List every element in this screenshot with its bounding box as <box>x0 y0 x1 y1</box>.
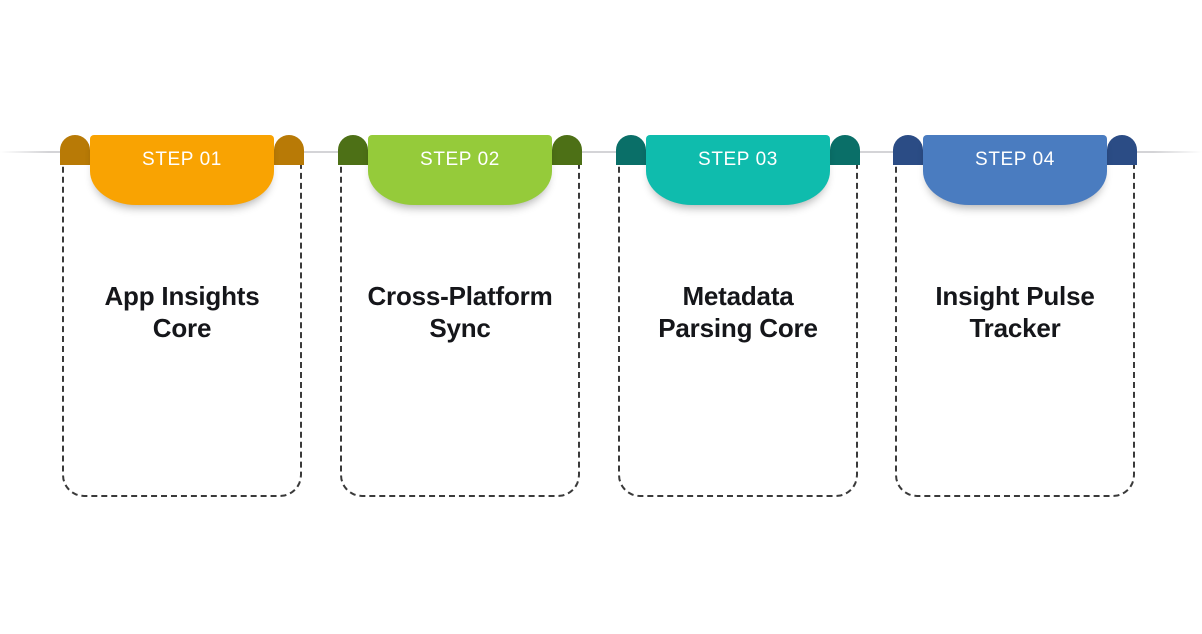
ribbon-fold-right-icon-1 <box>274 135 304 165</box>
step-label-3: STEP 03 <box>698 149 778 170</box>
step-label-1: STEP 01 <box>142 149 222 170</box>
ribbon-fold-left-icon-2 <box>338 135 368 165</box>
ribbon-body-2: STEP 02 <box>368 135 552 205</box>
step-title-1: App Insights Core <box>104 281 260 343</box>
step-title-4: Insight Pulse Tracker <box>935 281 1095 343</box>
step-label-2: STEP 02 <box>420 149 500 170</box>
ribbon-fold-left-icon-4 <box>893 135 923 165</box>
dashed-content-panel-1 <box>62 152 302 497</box>
ribbon-body-3: STEP 03 <box>646 135 830 205</box>
ribbon-fold-right-icon-3 <box>830 135 860 165</box>
step-banner-3[interactable]: STEP 03 <box>616 135 860 205</box>
step-title-2: Cross-Platform Sync <box>367 281 553 343</box>
ribbon-body-4: STEP 04 <box>923 135 1107 205</box>
step-banner-1[interactable]: STEP 01 <box>60 135 304 205</box>
ribbon-fold-left-icon-1 <box>60 135 90 165</box>
dashed-content-panel-3 <box>618 152 858 497</box>
ribbon-fold-left-icon-3 <box>616 135 646 165</box>
ribbon-fold-right-icon-4 <box>1107 135 1137 165</box>
dashed-content-panel-4 <box>895 152 1135 497</box>
ribbon-body-1: STEP 01 <box>90 135 274 205</box>
step-label-4: STEP 04 <box>975 149 1055 170</box>
step-banner-2[interactable]: STEP 02 <box>338 135 582 205</box>
step-card-4[interactable]: STEP 04 Insight Pulse Tracker <box>893 135 1137 497</box>
step-title-3: Metadata Parsing Core <box>658 281 818 343</box>
dashed-content-panel-2 <box>340 152 580 497</box>
step-card-1[interactable]: STEP 01 App Insights Core <box>60 135 304 497</box>
ribbon-fold-right-icon-2 <box>552 135 582 165</box>
step-card-2[interactable]: STEP 02 Cross-Platform Sync <box>338 135 582 497</box>
step-card-3[interactable]: STEP 03 Metadata Parsing Core <box>616 135 860 497</box>
step-banner-4[interactable]: STEP 04 <box>893 135 1137 205</box>
